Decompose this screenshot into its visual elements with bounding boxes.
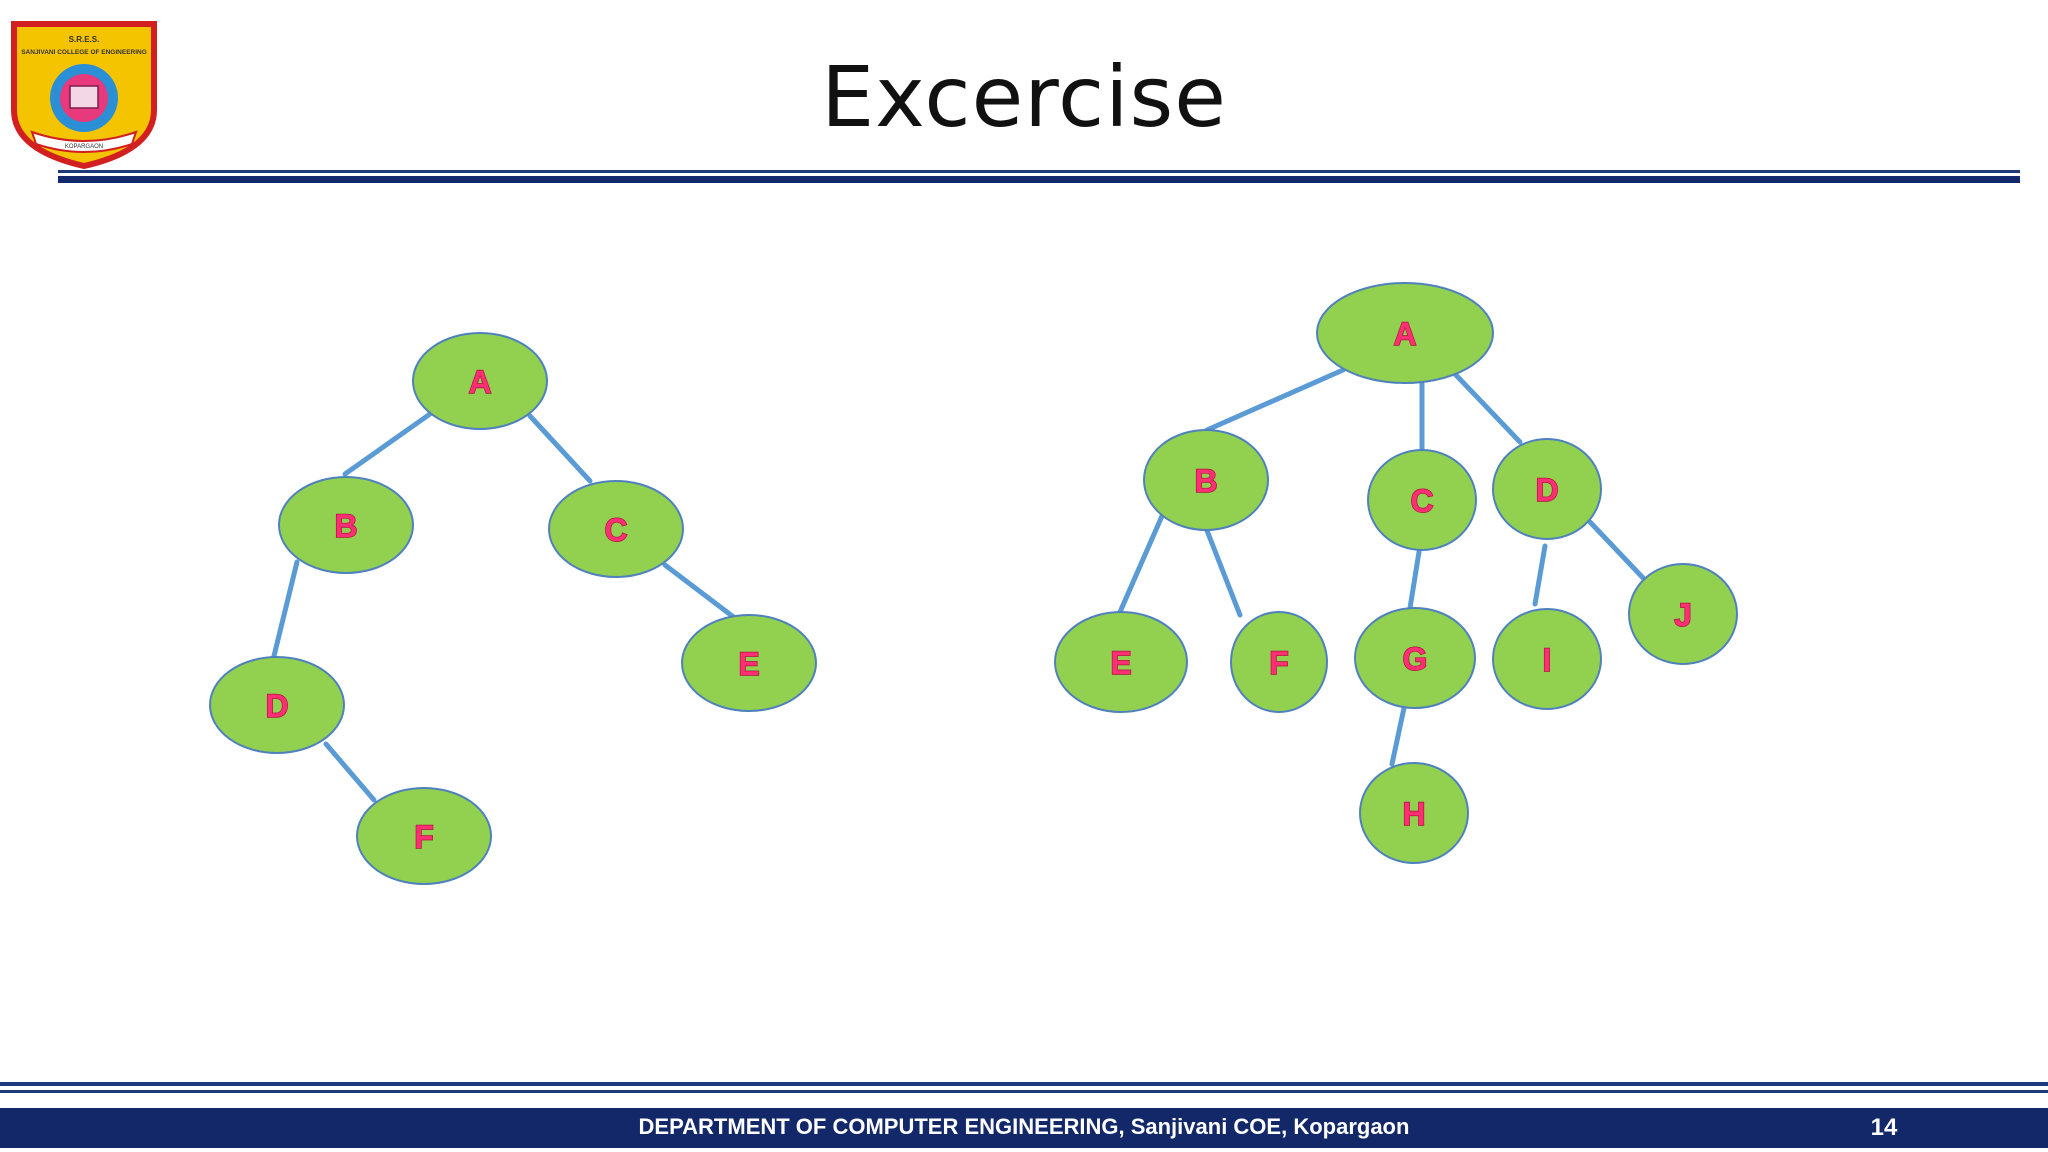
- edge-C-G: [1407, 549, 1422, 611]
- edge-D-F: [323, 741, 377, 803]
- tree2-label-C: C: [1410, 483, 1433, 519]
- tree1-node-D: [209, 656, 345, 754]
- title-divider: [58, 170, 2020, 173]
- edge-A-B: [1204, 367, 1346, 433]
- tree2-nodes: [1054, 282, 1738, 864]
- tree1-label-D: D: [265, 688, 288, 724]
- footer-divider: [0, 1082, 2048, 1086]
- tree1-edges: [271, 411, 751, 803]
- tree1-labels: A B C D E F: [265, 363, 761, 855]
- edge-A-C: [527, 413, 593, 484]
- tree2-label-B: B: [1194, 463, 1217, 499]
- edge-B-E: [1117, 513, 1165, 615]
- tree2-node-B: [1143, 429, 1269, 531]
- tree2-label-J: J: [1674, 597, 1692, 633]
- tree2-label-A: A: [1393, 316, 1416, 352]
- tree1-label-F: F: [414, 819, 434, 855]
- footer-band: [0, 1108, 2048, 1148]
- title-divider-thick: [58, 176, 2020, 183]
- tree2-label-H: H: [1402, 796, 1425, 832]
- tree2-label-E: E: [1110, 645, 1131, 681]
- tree2-node-A: [1316, 282, 1494, 384]
- tree2-node-H: [1359, 762, 1469, 864]
- tree2-label-I: I: [1543, 642, 1552, 678]
- edge-D-I: [1532, 543, 1548, 607]
- footer-department-text: DEPARTMENT OF COMPUTER ENGINEERING, Sanj…: [638, 1114, 1410, 1139]
- tree2-node-F: [1230, 611, 1328, 713]
- tree1-node-A: [412, 332, 548, 430]
- edge-G-H: [1389, 705, 1407, 767]
- tree2-label-G: G: [1403, 641, 1428, 677]
- tree1-label-A: A: [468, 364, 491, 400]
- tree2-node-D: [1492, 438, 1602, 540]
- tree2-edges: [1117, 367, 1648, 767]
- edge-A-D: [1452, 371, 1523, 445]
- svg-text:SANJIVANI COLLEGE OF ENGINEERI: SANJIVANI COLLEGE OF ENGINEERING: [21, 49, 147, 56]
- edge-D-J: [1587, 519, 1648, 583]
- edge-A-B: [342, 411, 433, 477]
- tree2-node-J: [1628, 563, 1738, 665]
- tree1-node-B: [278, 476, 414, 574]
- tree2-label-D: D: [1535, 472, 1558, 508]
- svg-text:KOPARGAON: KOPARGAON: [65, 144, 103, 150]
- page-number: 14: [1870, 1114, 1898, 1141]
- tree2-node-I: [1492, 608, 1602, 710]
- tree2-node-G: [1354, 607, 1476, 709]
- tree2-node-C: [1367, 449, 1477, 551]
- tree1-label-C: C: [604, 512, 627, 548]
- college-logo: S.R.E.S. SANJIVANI COLLEGE OF ENGINEERIN…: [11, 21, 157, 170]
- tree1-node-E: [681, 614, 817, 712]
- tree2-labels: A B C D E F G H I J: [1110, 315, 1693, 832]
- tree1-label-E: E: [738, 646, 759, 682]
- tree1-label-B: B: [334, 508, 357, 544]
- tree2-node-E: [1054, 611, 1188, 713]
- tree1-nodes: [209, 332, 817, 885]
- svg-text:S.R.E.S.: S.R.E.S.: [69, 35, 100, 44]
- edge-B-F: [1203, 525, 1243, 618]
- edge-B-D: [271, 559, 300, 659]
- tree1-node-F: [356, 787, 492, 885]
- footer-divider-thin: [0, 1090, 2048, 1093]
- slide-title: Excercise: [821, 48, 1227, 146]
- tree2-label-F: F: [1269, 645, 1289, 681]
- tree1-node-C: [548, 480, 684, 578]
